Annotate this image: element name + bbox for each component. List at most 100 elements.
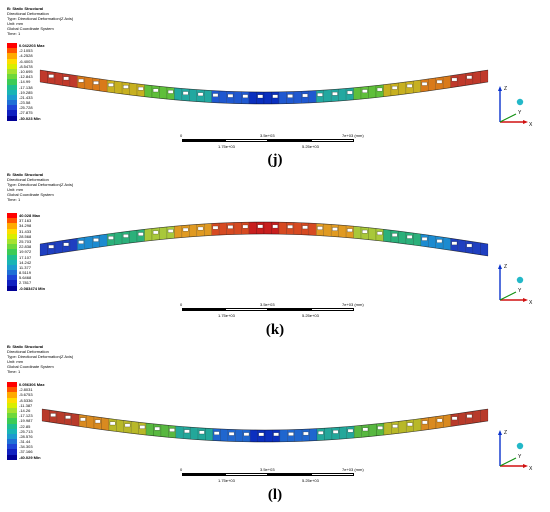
legend-swatch: [7, 79, 17, 85]
web-opening: [154, 426, 161, 431]
scale-seg-4: [311, 139, 354, 142]
x-axis-label: X: [529, 300, 533, 306]
header-time: Time: 1: [7, 31, 21, 36]
legend-label: 31.433: [19, 228, 32, 234]
beam-segment: [472, 409, 481, 424]
beam-segment: [248, 91, 257, 105]
web-opening: [332, 91, 338, 96]
legend-label: 0.042203 Max: [19, 43, 45, 48]
web-opening: [184, 429, 190, 434]
web-opening: [436, 239, 443, 243]
web-opening: [63, 242, 69, 247]
web-opening: [288, 432, 294, 436]
panel-k: B: Static Structural Directional Deforma…: [0, 170, 550, 342]
legend-label: -8.5336: [19, 397, 33, 403]
x-axis-label: X: [529, 122, 533, 128]
legend-label: 22.838: [19, 244, 32, 250]
web-opening: [48, 244, 54, 249]
deformed-beam: [39, 69, 489, 105]
web-opening: [376, 87, 383, 92]
web-opening: [197, 226, 204, 231]
beam-segment: [144, 84, 153, 98]
legend-swatch: [7, 238, 17, 245]
legend-swatch: [7, 402, 17, 408]
legend-swatch: [7, 439, 17, 445]
scale-seg-4: [311, 308, 354, 311]
scale-seg-4: [311, 473, 354, 476]
legend-label: -21.433: [19, 94, 33, 100]
beam-segment: [368, 423, 377, 437]
scale-label-q1: 1.75e+03: [218, 313, 235, 318]
legend-label: -11.387: [19, 402, 33, 408]
legend-label: -0.083474 Min: [19, 285, 46, 291]
legend-label: -2.8031: [19, 387, 33, 393]
legend-label: -30.023 Min: [19, 115, 41, 121]
scale-seg-2: [225, 473, 268, 476]
legend-swatch: [7, 84, 17, 90]
beam-segment: [293, 91, 302, 104]
web-opening: [109, 421, 116, 426]
scale-label-q3: 5.25e+03: [302, 313, 319, 318]
legend-label: 14.242: [19, 259, 32, 265]
beam-segment: [101, 417, 110, 431]
legend-label: -4.2528: [19, 53, 33, 59]
legend-swatch: [7, 454, 17, 460]
legend-swatch: [7, 58, 17, 64]
beam-segment: [54, 240, 63, 254]
beam-segment: [84, 76, 93, 91]
legend-swatch: [7, 213, 17, 219]
beam-segment: [339, 426, 347, 440]
y-axis-label: Y: [518, 110, 522, 116]
web-opening: [212, 225, 219, 230]
beam-segment: [249, 429, 258, 443]
web-opening: [273, 432, 279, 437]
web-opening: [50, 413, 56, 417]
beam-segment: [86, 415, 95, 429]
beam-segment: [99, 78, 108, 93]
scale-seg-3: [268, 473, 311, 476]
web-opening: [436, 418, 443, 423]
header-type: Type: Directional Deformation(Z Axis): [7, 182, 74, 187]
web-opening: [347, 428, 354, 433]
beam-segment: [398, 81, 407, 96]
web-opening: [257, 94, 264, 99]
header-type: Type: Directional Deformation(Z Axis): [7, 354, 74, 359]
web-opening: [182, 227, 189, 232]
beam-segment: [189, 88, 198, 102]
web-opening: [317, 92, 323, 97]
legend-swatch: [7, 244, 17, 250]
legend-label: 5.6468: [19, 275, 32, 281]
web-opening: [258, 432, 265, 437]
legend-label: -14.99: [19, 79, 31, 85]
beam-segment: [54, 72, 63, 86]
beam-segment: [338, 88, 347, 102]
beam-segment: [308, 90, 317, 104]
legend-label: 28.568: [19, 233, 32, 239]
legend-swatch: [7, 407, 17, 414]
beam-segment: [145, 422, 154, 437]
header-unit: Unit: mm: [7, 359, 23, 364]
beam-segment: [294, 429, 303, 442]
deformed-beam: [41, 408, 489, 443]
y-axis-label: Y: [518, 454, 522, 460]
web-opening: [80, 417, 86, 422]
scale-label-mid: 3.5e+03: [260, 133, 275, 138]
legend-label: 34.298: [19, 223, 32, 229]
beam-segment: [428, 416, 437, 430]
web-opening: [197, 92, 204, 97]
legend-swatch: [7, 68, 17, 75]
legend-swatch: [7, 285, 17, 291]
legend-swatch: [7, 228, 17, 234]
web-opening: [332, 227, 338, 231]
beam-segment: [233, 91, 242, 104]
web-opening: [421, 237, 428, 241]
web-opening: [199, 430, 205, 435]
beam-segment: [338, 224, 347, 238]
beam-segment: [413, 418, 422, 432]
web-opening: [152, 230, 159, 235]
web-opening: [332, 430, 339, 434]
coordinate-triad: Z X Y: [494, 258, 534, 311]
web-opening: [451, 416, 458, 421]
beam-segment: [383, 83, 392, 97]
web-opening: [213, 431, 220, 435]
